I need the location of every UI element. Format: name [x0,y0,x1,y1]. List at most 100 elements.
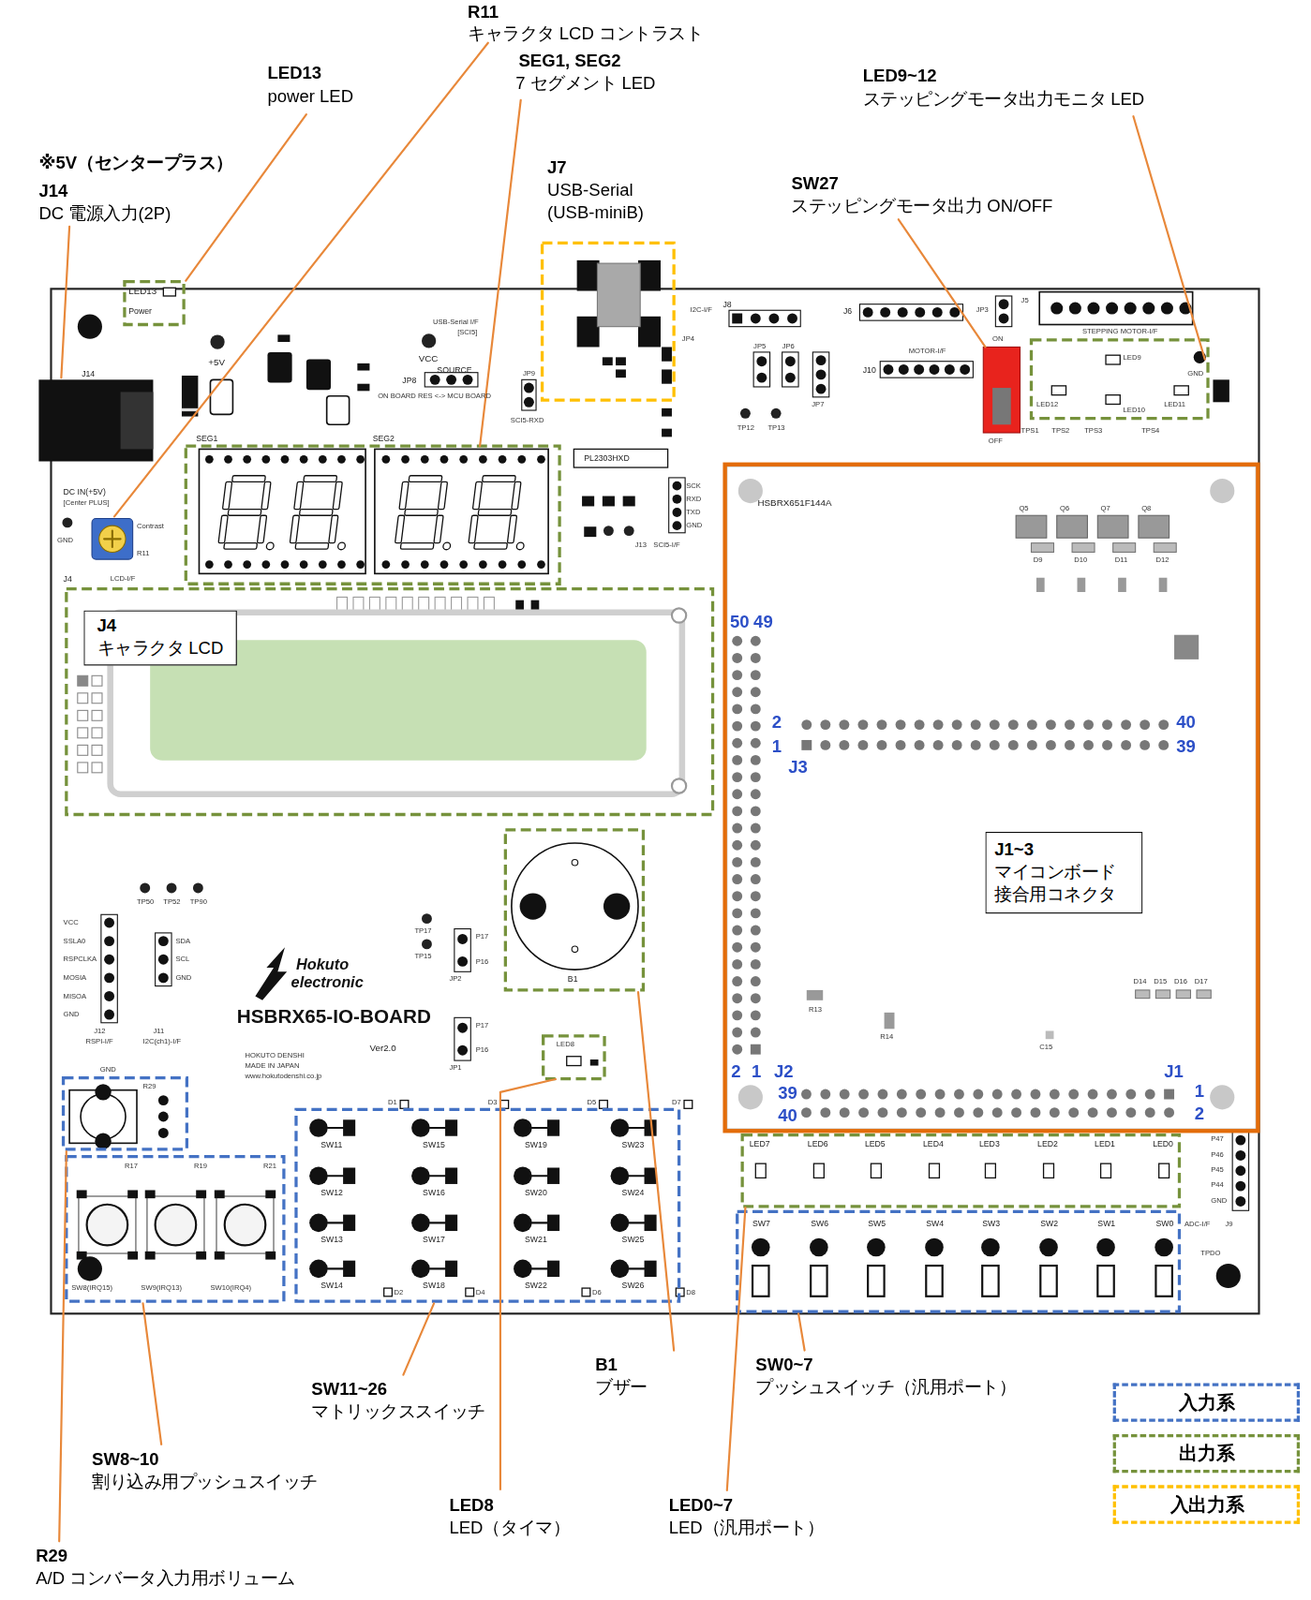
resistor [615,357,626,366]
silkscreen-label: J12 [93,1027,105,1036]
silkscreen-label: D8 [685,1288,696,1297]
jumper [812,352,829,398]
legend-label: 入力系 [1178,1392,1235,1415]
leader-line [143,1303,163,1445]
switch [628,1127,644,1130]
pin [523,383,535,394]
segment [256,515,267,543]
segment [222,481,232,509]
callout-title: LED9~12 [863,66,938,87]
pin [750,993,761,1004]
potentiometer [94,1084,111,1101]
pin [337,455,346,464]
segment [328,515,339,543]
push-switch [1039,1238,1058,1258]
segment [303,476,338,483]
pin [261,455,270,464]
pin [858,1107,869,1118]
pin [457,934,468,945]
pin [440,455,449,464]
diode [684,1101,693,1110]
logo-text: Hokuto [296,955,349,974]
leader-line [638,992,674,1351]
pin [459,560,468,569]
pin [731,993,743,1004]
silkscreen-label: SW24 [622,1188,645,1198]
capacitor [661,408,672,418]
pin [1087,302,1100,315]
switch [532,1127,548,1130]
pin [337,560,346,569]
test-point [166,883,178,894]
pin [281,560,290,569]
diode [465,1288,475,1297]
silkscreen-label: HOKUTO DENSHI [245,1051,305,1060]
pin [1142,302,1155,315]
label-box: J1~3マイコンボード 接合用コネクタ [984,832,1143,914]
switch [411,1214,431,1234]
silkscreen-label: P46 [1210,1150,1224,1160]
pin [915,1107,926,1118]
silkscreen-label: D17 [1194,978,1208,987]
pin [731,721,743,732]
pin [1235,1196,1246,1207]
pin [536,455,546,464]
silkscreen-label: GND [1187,369,1204,378]
pin [1087,1089,1099,1101]
diode [1113,543,1136,553]
pin [242,455,252,464]
chip [581,496,595,507]
pin [750,1044,761,1056]
diode [581,1288,591,1297]
transistor [1057,515,1088,538]
pin [223,560,233,569]
switch [547,1119,560,1136]
pin [1008,740,1019,751]
silkscreen-label: P16 [476,1046,490,1056]
silkscreen-label: PL2303HXD [583,454,629,464]
pin [430,374,441,386]
resistor [590,1059,599,1067]
pin [672,521,683,531]
silkscreen-label: TP50 [136,898,154,908]
pin [914,307,925,318]
switch [342,1261,356,1278]
pin [318,455,328,464]
silkscreen-label: SW12 [320,1188,343,1198]
seven-segment-display [198,448,366,574]
pin [750,670,761,681]
callout-text: 7 セグメント LED [515,73,656,93]
pin-number: 1 [772,737,782,758]
pin [1120,740,1132,751]
pin [158,954,169,966]
test-point [61,517,73,528]
segment [227,509,262,517]
segment [482,476,517,483]
silkscreen-label: SW14 [320,1281,343,1291]
inductor [661,346,672,361]
pin [1030,1089,1042,1101]
silkscreen-label: MOTOR-I/F [908,346,947,356]
silkscreen-label: SCL [175,955,190,965]
pin [1102,719,1113,730]
led [813,1163,824,1178]
silkscreen-label: R21 [263,1162,277,1171]
jumper [454,929,471,973]
pin [731,789,743,800]
resistor [884,1013,895,1029]
pin [440,560,449,569]
pin-number: J3 [788,757,808,777]
trimmer-knob [99,525,126,552]
diode [1155,990,1170,999]
silkscreen-label: J5 [1021,296,1029,305]
pin [401,560,410,569]
silkscreen-label: LED8 [556,1040,575,1049]
switch [610,1118,630,1138]
pin [457,956,468,968]
pin-number: 49 [753,612,774,633]
capacitor [1045,1030,1055,1040]
tact-switch-leg [195,1251,207,1261]
silkscreen-label: D14 [1132,978,1147,987]
push-switch [867,1266,884,1297]
jumper [995,296,1012,328]
